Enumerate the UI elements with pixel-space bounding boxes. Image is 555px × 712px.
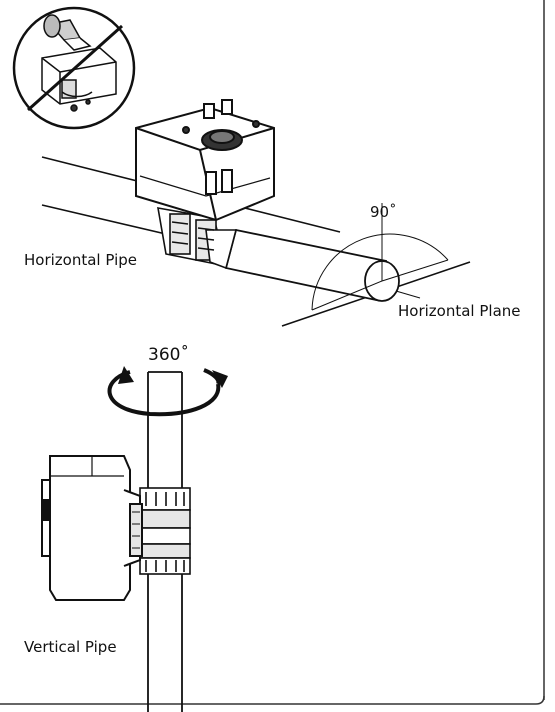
horizontal-plane-label: Horizontal Plane <box>398 302 521 320</box>
rotation-arrow-icon <box>107 366 228 417</box>
horizontal-plane-pointer <box>395 290 421 299</box>
vertical-pipe-fittings <box>139 487 191 575</box>
inverted-actuator-sketch <box>41 14 117 112</box>
rotation-360-label: 360˚ <box>148 344 189 365</box>
side-actuator <box>41 455 143 601</box>
actuator-box <box>135 99 275 222</box>
angle-90-label: 90˚ <box>370 203 397 221</box>
prohibited-orientation-icon <box>27 24 123 112</box>
angle-arc <box>311 203 449 311</box>
page-frame <box>0 0 545 705</box>
vertical-pipe-scene: 360˚ <box>24 344 228 712</box>
valve-body <box>157 207 238 270</box>
horizontal-pipe-label: Horizontal Pipe <box>24 251 137 269</box>
horizontal-pipe <box>224 228 400 302</box>
vertical-pipe-label: Vertical Pipe <box>24 638 117 656</box>
prohibited-orientation-inset <box>12 6 136 130</box>
horizontal-pipe-scene: Horizontal Pipe 90˚ Horizontal Plane <box>24 99 521 327</box>
